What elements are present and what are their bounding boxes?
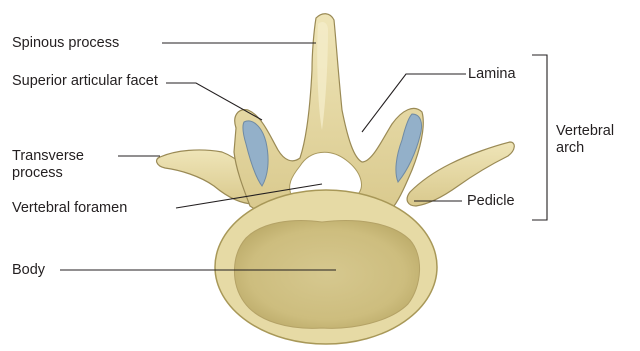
label-spinous-process: Spinous process [12,35,119,52]
label-body: Body [12,262,45,279]
label-superior-articular-facet: Superior articular facet [12,73,167,90]
label-vertebral-arch: Vertebral arch [556,123,636,157]
label-transverse-process: Transverse process [12,148,120,182]
label-vertebral-foramen: Vertebral foramen [12,200,127,217]
label-lamina: Lamina [468,66,516,83]
label-pedicle: Pedicle [467,193,515,210]
vertebral-body-center [234,221,419,329]
vertebral-arch-bracket [532,55,547,220]
